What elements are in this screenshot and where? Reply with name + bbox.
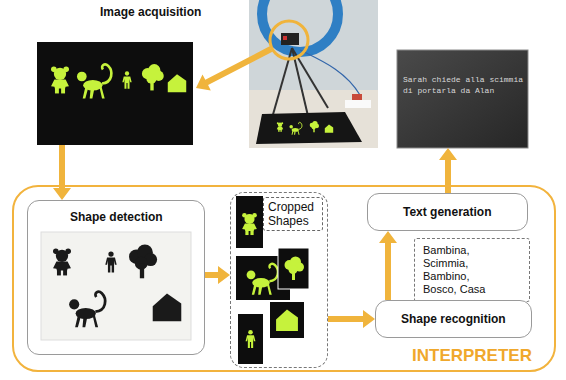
monkey-shape <box>77 64 111 98</box>
tree-shape <box>310 121 319 132</box>
cropped-shapes-group: Cropped Shapes <box>230 192 328 368</box>
flow-arrow <box>379 231 397 300</box>
acquisition-arrow <box>196 46 272 90</box>
house-shape <box>325 125 333 133</box>
tree-silhouette <box>129 244 157 278</box>
bear-shape <box>242 213 257 235</box>
camera-body <box>281 33 299 45</box>
recognized-names: Bambina, Scimmia, Bambino, Bosco, Casa <box>423 244 497 296</box>
camera-light <box>283 36 287 40</box>
cropped-image <box>236 196 263 248</box>
bear-shape <box>51 67 69 94</box>
house-shape <box>168 74 186 92</box>
photo-paper <box>345 100 371 108</box>
region-label: INTERPRETER <box>412 346 532 366</box>
cropped-image <box>278 248 309 289</box>
process-box: Shape detection <box>27 200 205 355</box>
photo-floor <box>249 90 378 148</box>
house-silhouette <box>153 293 182 321</box>
monkey-silhouette <box>69 292 105 328</box>
flow-arrow <box>53 145 71 200</box>
bear-silhouette <box>53 249 71 276</box>
section-heading: Image acquisition <box>100 5 201 20</box>
process-box: Shape recognition <box>375 300 532 338</box>
tree-shape <box>142 64 164 90</box>
person-shape <box>122 71 131 88</box>
cropped-image <box>238 314 263 364</box>
setup-photo <box>249 0 378 148</box>
process-label: Text generation <box>403 205 491 219</box>
photo-cable <box>300 50 360 95</box>
process-label: Shape detection <box>70 210 163 224</box>
cropped-image <box>270 302 304 338</box>
bear-shape <box>277 122 283 132</box>
tree-shape <box>285 257 305 281</box>
camera-highlight <box>270 21 308 59</box>
house-shape <box>276 310 298 331</box>
person-silhouette <box>105 251 116 272</box>
output-screen: Sarah chiede alla scimmia di portarla da… <box>397 50 528 148</box>
monkey-shape <box>289 122 302 134</box>
monkey-shape <box>247 264 278 295</box>
process-box: Text generation <box>367 193 528 231</box>
process-label: Shape recognition <box>401 312 506 326</box>
flow-arrow <box>328 310 375 328</box>
detection-image <box>41 232 191 340</box>
interpreter-region: INTERPRETER Shape detection Cropped Shapes… <box>12 185 556 372</box>
acquired-image-panel: Image acquisition <box>37 42 193 145</box>
photo-mat <box>256 112 362 144</box>
flow-arrow <box>205 266 230 284</box>
person-shape <box>246 330 256 348</box>
group-label: Cropped Shapes <box>263 197 323 231</box>
result-list: Bambina, Scimmia, Bambino, Bosco, Casa <box>414 238 530 302</box>
screen-photo <box>397 50 528 148</box>
screen-text: Sarah chiede alla scimmia di portarla da… <box>403 74 525 96</box>
photo-item <box>352 94 362 100</box>
acquired-image-ground <box>37 42 193 145</box>
